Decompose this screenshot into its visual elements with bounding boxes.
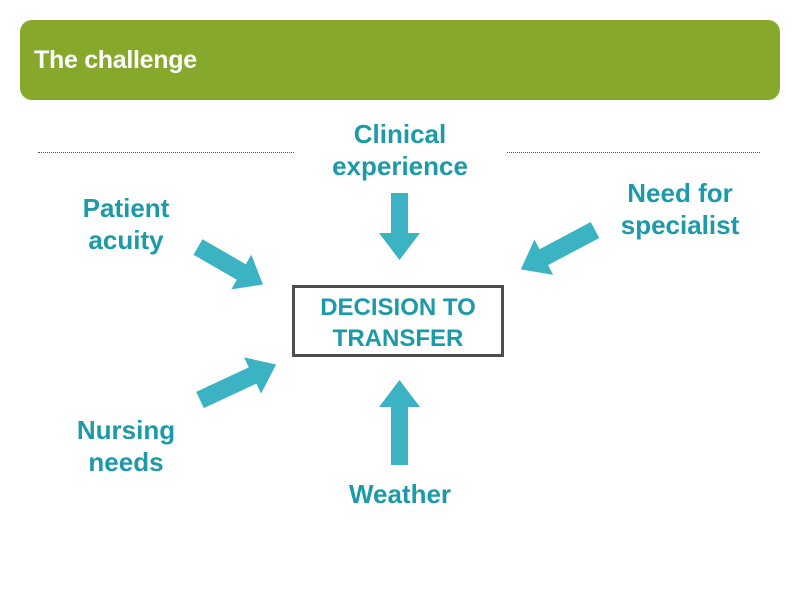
arrow-up-icon xyxy=(379,380,420,465)
factor-nursing-needs: Nursing needs xyxy=(56,414,196,478)
factor-weather-line1: Weather xyxy=(348,479,452,509)
factor-clinical-line2: experience xyxy=(332,151,468,181)
factor-nursing-line2: needs xyxy=(88,447,164,477)
factor-acuity-line2: acuity xyxy=(88,225,164,255)
arrow-down-right-icon xyxy=(193,239,263,290)
header-bar: The challenge xyxy=(20,20,780,100)
arrow-down-left-icon xyxy=(520,222,600,275)
arrow-up-right-icon xyxy=(196,357,277,409)
factor-need-for-specialist: Need for specialist xyxy=(605,177,755,241)
factor-weather: Weather xyxy=(320,478,480,510)
factor-nursing-line1: Nursing xyxy=(76,415,176,445)
factor-clinical-experience: Clinical experience xyxy=(310,118,490,182)
factor-acuity-line1: Patient xyxy=(82,193,170,223)
factor-patient-acuity: Patient acuity xyxy=(56,192,196,256)
page-title: The challenge xyxy=(34,46,197,74)
dotted-divider-right xyxy=(507,152,760,153)
decision-line2: TRANSFER xyxy=(332,325,464,352)
decision-line1: DECISION TO xyxy=(320,294,476,321)
arrow-down-icon xyxy=(379,193,420,260)
factor-specialist-line2: specialist xyxy=(620,210,740,240)
dotted-divider-left xyxy=(38,152,294,153)
factor-clinical-line1: Clinical xyxy=(353,119,447,149)
factor-specialist-line1: Need for xyxy=(627,178,733,208)
decision-box: DECISION TO TRANSFER xyxy=(292,285,504,357)
